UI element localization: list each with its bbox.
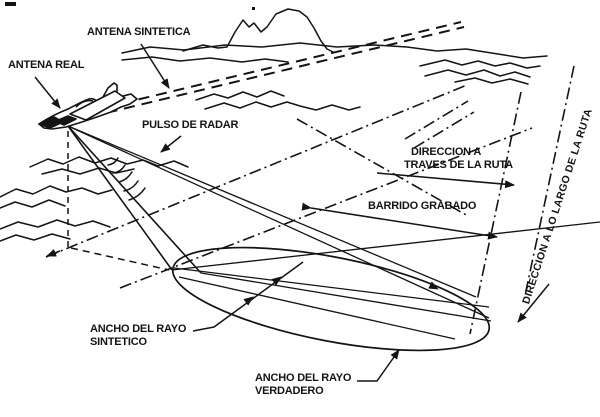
label-ancho-rayo-sintetico: ANCHO DEL RAYO SINTETICO xyxy=(90,323,187,348)
label-antena-sintetica: ANTENA SINTETICA xyxy=(87,26,191,38)
flight-path-lines xyxy=(469,65,575,335)
label-barrido-grabado: BARRIDO GRABADO xyxy=(368,200,477,212)
leader-ancho-verdadero xyxy=(357,349,400,382)
mountains-sketch xyxy=(0,8,548,242)
recorded-swath-fan-lines xyxy=(171,221,600,340)
real-beam-footprint-ellipse xyxy=(171,246,491,352)
scan-marks xyxy=(5,2,255,10)
arrow-antena-real xyxy=(34,76,61,109)
label-antena-real: ANTENA REAL xyxy=(8,59,85,71)
arrow-pulso-radar xyxy=(160,135,182,153)
radar-pulse-arcs xyxy=(107,157,146,201)
label-direccion-a-traves: DIRECCION A TRAVES DE LA RUTA xyxy=(404,146,513,171)
nadir-lines xyxy=(67,131,170,271)
swath-boundary-lines xyxy=(45,84,533,289)
aircraft-icon xyxy=(38,82,138,130)
arrow-antena-sintetica xyxy=(140,43,170,89)
across-track-ground-arrow xyxy=(46,249,61,257)
arrow-direccion-traves xyxy=(376,172,515,189)
label-pulso-de-radar: PULSO DE RADAR xyxy=(142,119,239,131)
arrow-along-track xyxy=(517,283,550,323)
arrow-barrido-grabado xyxy=(301,202,498,240)
label-ancho-rayo-verdadero: ANCHO DEL RAYO VERDADERO xyxy=(255,372,352,397)
label-arrows xyxy=(34,43,550,382)
radar-beam-lines xyxy=(67,125,490,319)
synthetic-antenna-dashes xyxy=(85,21,465,118)
